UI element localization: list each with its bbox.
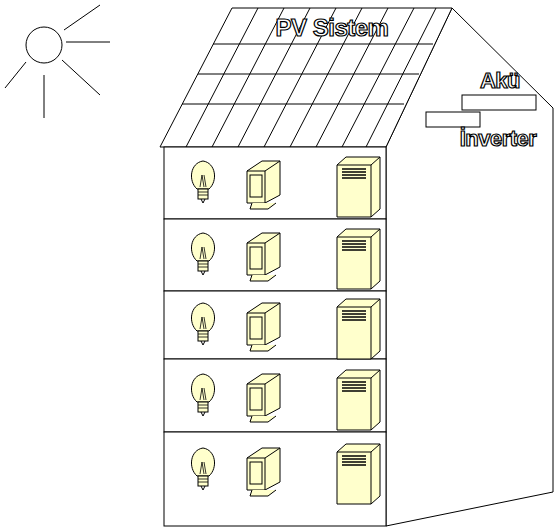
pv-roof bbox=[160, 8, 452, 147]
battery-box bbox=[462, 95, 536, 110]
floor-appliances bbox=[191, 444, 380, 504]
sun bbox=[5, 5, 110, 118]
floor-appliances bbox=[191, 299, 380, 359]
inverter-box bbox=[426, 112, 480, 127]
floor-appliances bbox=[191, 370, 380, 430]
pv-system-label: PV Sistem bbox=[276, 16, 389, 40]
battery-label: Akü bbox=[480, 70, 520, 92]
floors bbox=[164, 147, 386, 526]
inverter-label: İnverter bbox=[460, 128, 537, 150]
floor-appliances bbox=[191, 157, 380, 217]
floor-appliances bbox=[191, 229, 380, 289]
